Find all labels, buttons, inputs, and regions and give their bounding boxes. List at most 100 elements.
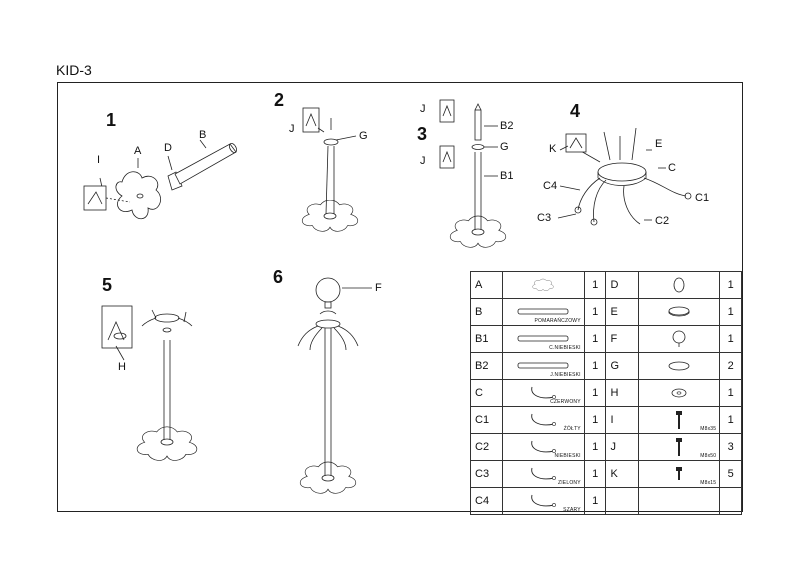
callout-f: F — [375, 282, 382, 294]
part-hook-icon — [507, 439, 580, 455]
part-qty: 3 — [719, 433, 742, 461]
callout-c1: C1 — [695, 192, 710, 204]
part-qty: 1 — [583, 487, 607, 515]
part-id: B1 — [469, 325, 504, 353]
part-qty: 1 — [583, 433, 607, 461]
part-id: E — [605, 298, 639, 326]
callout-j1-step3: J — [420, 103, 426, 115]
part-tube-icon — [507, 362, 580, 370]
part-color-caption: POMARAŃCZOWY — [534, 318, 581, 324]
step3-drawing — [439, 99, 507, 248]
part-bolt-icon — [643, 410, 716, 430]
part-id: K — [605, 460, 639, 488]
part-color-caption: C.NIEBIESKI — [549, 345, 581, 351]
step5-drawing — [101, 305, 198, 461]
part-qty: 2 — [719, 352, 742, 380]
part-flower-icon — [507, 278, 580, 292]
part-size-caption: M8x50 — [700, 453, 717, 459]
part-id: D — [605, 271, 639, 299]
part-disc-icon — [643, 306, 716, 318]
empty-cell — [719, 487, 742, 515]
part-ring-icon — [643, 360, 716, 372]
part-id: F — [605, 325, 639, 353]
part-qty: 1 — [583, 352, 607, 380]
part-cap-icon — [643, 277, 716, 293]
callout-a: A — [134, 145, 142, 157]
callout-i: I — [97, 154, 101, 166]
part-bolt-icon — [643, 437, 716, 457]
step2-drawing — [301, 107, 359, 232]
part-picture: CZERWONY — [502, 379, 585, 407]
part-screw-icon — [643, 466, 716, 482]
part-qty: 1 — [583, 460, 607, 488]
part-picture — [637, 325, 721, 353]
part-qty: 1 — [583, 271, 607, 299]
callout-c3: C3 — [537, 212, 552, 224]
part-qty: 1 — [719, 271, 742, 299]
step-number-6: 6 — [273, 267, 284, 287]
part-id: J — [605, 433, 639, 461]
part-hook-icon — [507, 466, 580, 482]
callout-b1: B1 — [500, 170, 514, 182]
instructions-frame — [57, 82, 743, 512]
part-hook-icon — [507, 493, 580, 509]
part-id: C1 — [469, 406, 504, 434]
part-id: G — [605, 352, 639, 380]
part-id: B — [469, 298, 504, 326]
part-id: C2 — [469, 433, 504, 461]
step-number-2: 2 — [274, 90, 285, 110]
callout-e: E — [655, 138, 663, 150]
callout-b: B — [199, 129, 207, 141]
step4-drawing — [557, 127, 692, 226]
part-size-caption: M8x35 — [700, 426, 717, 432]
step-number-5: 5 — [102, 275, 113, 295]
part-qty: 1 — [583, 406, 607, 434]
part-picture — [637, 379, 721, 407]
part-qty: 1 — [719, 379, 742, 407]
callout-j-step2: J — [289, 123, 295, 135]
part-picture: POMARAŃCZOWY — [502, 298, 585, 326]
part-picture: NIEBIESKI — [502, 433, 585, 461]
callout-b2: B2 — [500, 120, 514, 132]
part-picture: C.NIEBIESKI — [502, 325, 585, 353]
part-picture — [637, 271, 721, 299]
step-number-4: 4 — [570, 101, 581, 121]
part-qty: 1 — [719, 325, 742, 353]
part-washer-icon — [643, 387, 716, 399]
part-qty: 1 — [719, 406, 742, 434]
part-qty: 5 — [719, 460, 742, 488]
part-hook-icon — [507, 385, 580, 401]
part-id: B2 — [469, 352, 504, 380]
callout-g-step2: G — [359, 130, 368, 142]
part-id: A — [469, 271, 504, 299]
part-qty: 1 — [583, 379, 607, 407]
callout-g-step3: G — [500, 141, 509, 153]
step6-drawing — [297, 277, 372, 494]
part-picture — [637, 298, 721, 326]
part-picture: M8x15 — [637, 460, 721, 488]
part-color-caption: ŻÓŁTY — [563, 426, 581, 432]
part-qty: 1 — [719, 298, 742, 326]
part-color-caption: SZARY — [563, 507, 581, 513]
part-color-caption: NIEBIESKI — [554, 453, 581, 459]
empty-cell — [605, 487, 639, 515]
part-ball-icon — [643, 330, 716, 348]
empty-cell — [637, 487, 721, 515]
callout-k: K — [549, 143, 557, 155]
part-id: C — [469, 379, 504, 407]
model-title: KID-3 — [56, 62, 92, 78]
part-tube-icon — [507, 335, 580, 343]
part-picture: M8x35 — [637, 406, 721, 434]
part-picture: M8x50 — [637, 433, 721, 461]
